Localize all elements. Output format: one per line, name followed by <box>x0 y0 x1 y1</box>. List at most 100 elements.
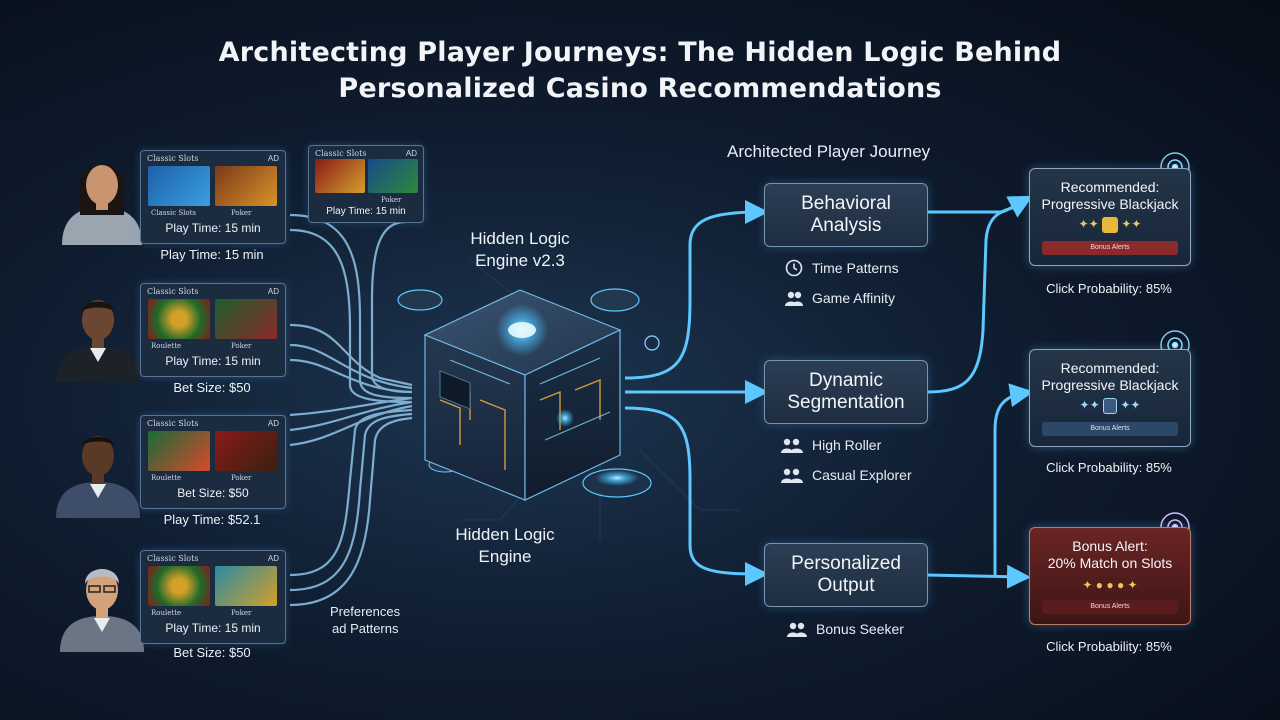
stage-title: Personalized <box>791 553 901 574</box>
card-header: Classic Slots <box>315 149 367 158</box>
segment-item: Bonus Seeker <box>786 620 904 638</box>
preferences-label: Preferences ad Patterns <box>330 603 400 637</box>
engine-label-line: Hidden Logic <box>455 525 555 544</box>
bonus-alert-pill[interactable]: Bonus Alerts <box>1042 241 1178 255</box>
click-probability: Click Probability: 85% <box>1046 639 1172 654</box>
recommendation-card-1[interactable]: Recommended:Progressive Blackjack ✦✦ ✦✦ … <box>1029 168 1191 266</box>
game-label: Classic Slots <box>151 209 196 217</box>
game-label: Poker <box>231 474 252 482</box>
rec-title: Recommended: <box>1060 360 1160 376</box>
card-header: Classic Slots <box>147 554 199 563</box>
game-label: Poker <box>231 342 252 350</box>
clock-icon <box>785 259 803 277</box>
input-wires <box>289 213 413 607</box>
game-label: Poker <box>381 196 402 204</box>
output-wires <box>624 195 1034 589</box>
game-thumbnail <box>215 566 277 606</box>
player-stat: Bet Size: $50 <box>173 645 251 660</box>
click-probability: Click Probability: 85% <box>1046 281 1172 296</box>
player-stat: Play Time: $52.1 <box>163 512 261 527</box>
segment-item: Game Affinity <box>784 289 895 307</box>
game-thumbnail <box>215 166 277 206</box>
game-thumbnail <box>315 159 365 193</box>
engine-label-top: Hidden Logic Engine v2.3 <box>440 228 600 272</box>
stage-title: Analysis <box>810 215 882 236</box>
segment-label: Bonus Seeker <box>816 621 904 637</box>
sparkle-icon: ✦✦ ✦✦ <box>1079 398 1141 414</box>
rec-title: Progressive Blackjack <box>1041 196 1179 212</box>
game-thumbnail <box>215 299 277 339</box>
recommendation-card-2[interactable]: Recommended:Progressive Blackjack ✦✦ ✦✦ … <box>1029 349 1191 447</box>
engine-label-line: Engine v2.3 <box>475 251 565 270</box>
game-thumbnail <box>148 566 210 606</box>
rec-title: 20% Match on Slots <box>1047 555 1173 571</box>
floating-game-card[interactable]: Classic Slots AD Poker Play Time: 15 min <box>308 145 424 223</box>
player-stat: Play Time: 15 min <box>160 247 264 262</box>
engine-label-line: Hidden Logic <box>470 229 570 248</box>
player-card-2[interactable]: Classic Slots AD Roulette Poker Play Tim… <box>140 283 286 377</box>
page-title-line-2: Personalized Casino Recommendations <box>338 73 942 104</box>
game-label: Poker <box>231 209 252 217</box>
game-thumbnail <box>148 166 210 206</box>
card-stat: Play Time: 15 min <box>165 354 261 368</box>
users-icon <box>787 622 807 637</box>
users-icon <box>785 291 803 306</box>
game-thumbnail <box>215 431 277 471</box>
game-thumbnail <box>368 159 418 193</box>
card-stat: Play Time: 15 min <box>165 221 261 235</box>
player-card-1[interactable]: Classic Slots AD Classic Slots Poker Pla… <box>140 150 286 244</box>
bonus-alert-pill[interactable]: Bonus Alerts <box>1042 600 1178 614</box>
page-title-line-1: Architecting Player Journeys: The Hidden… <box>218 37 1062 68</box>
card-tag: AD <box>267 287 279 296</box>
preferences-line: ad Patterns <box>332 621 399 636</box>
player-card-3[interactable]: Classic Slots AD Roulette Poker Bet Size… <box>140 415 286 509</box>
stage-title: Output <box>817 575 875 596</box>
segment-label: Casual Explorer <box>812 467 912 483</box>
card-header: Classic Slots <box>147 419 199 428</box>
player-avatar-1 <box>62 164 142 245</box>
game-label: Roulette <box>151 342 182 350</box>
game-thumbnail <box>148 299 210 339</box>
segment-label: High Roller <box>812 437 882 453</box>
rec-title: Bonus Alert: <box>1072 538 1148 554</box>
engine-label-line: Engine <box>478 547 532 566</box>
card-stat: Bet Size: $50 <box>177 486 249 500</box>
card-stat: Play Time: 15 min <box>165 621 261 635</box>
preferences-line: Preferences <box>330 604 401 619</box>
player-avatar-3 <box>56 436 140 518</box>
card-tag: AD <box>267 154 279 163</box>
segment-label: Time Patterns <box>812 260 899 276</box>
stage-title: Segmentation <box>787 392 905 413</box>
rec-title: Recommended: <box>1060 179 1160 195</box>
users-icon <box>781 438 803 453</box>
player-card-4[interactable]: Classic Slots AD Roulette Poker Play Tim… <box>140 550 286 644</box>
card-header: Classic Slots <box>147 287 199 296</box>
game-thumbnail <box>148 431 210 471</box>
segment-item: Time Patterns <box>784 259 899 277</box>
card-stat: Play Time: 15 min <box>326 206 406 217</box>
segment-item: High Roller <box>780 436 881 454</box>
stage-title: Dynamic <box>809 370 883 391</box>
rec-title: Progressive Blackjack <box>1041 377 1179 393</box>
engine-cube <box>423 289 622 501</box>
card-tag: AD <box>267 554 279 563</box>
click-probability: Click Probability: 85% <box>1046 460 1172 475</box>
bonus-alert-pill[interactable]: Bonus Alerts <box>1042 422 1178 436</box>
engine-label-bottom: Hidden Logic Engine <box>425 524 585 568</box>
game-label: Roulette <box>151 474 182 482</box>
game-label: Roulette <box>151 609 182 617</box>
recommendation-card-3[interactable]: Bonus Alert:20% Match on Slots ✦ ● ● ● ✦… <box>1029 527 1191 625</box>
sparkle-icon: ✦✦ ✦✦ <box>1078 217 1142 233</box>
card-tag: AD <box>405 149 417 158</box>
player-stat: Bet Size: $50 <box>173 380 251 395</box>
card-tag: AD <box>267 419 279 428</box>
segment-label: Game Affinity <box>812 290 896 306</box>
users-icon <box>781 468 803 483</box>
player-avatar-4 <box>60 569 144 652</box>
player-avatar-2 <box>56 300 140 382</box>
game-label: Poker <box>231 609 252 617</box>
